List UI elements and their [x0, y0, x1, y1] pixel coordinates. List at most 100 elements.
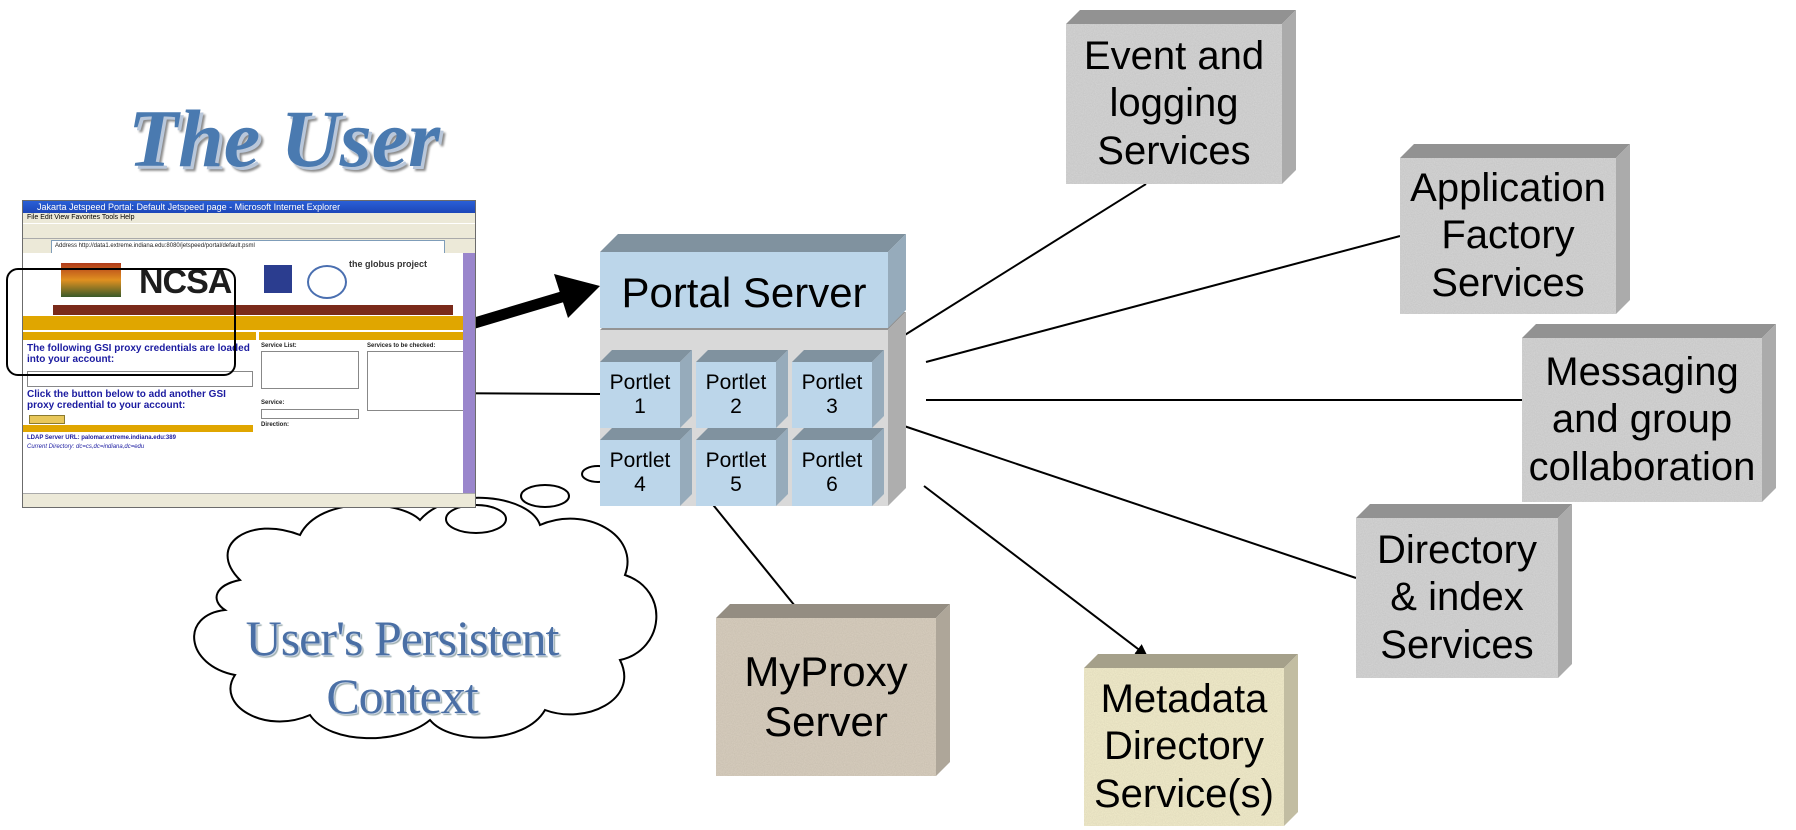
myproxy-server-front — [716, 618, 936, 776]
myproxy-server-label: MyProxy Server — [744, 648, 908, 745]
portlet-2-side — [776, 350, 788, 428]
screenshot-panel-header-right — [259, 332, 472, 340]
screenshot-services-checked-box — [367, 351, 465, 411]
myproxy-server-side — [936, 604, 950, 776]
portlet-5-front — [696, 440, 776, 506]
event-logging-services-side — [1282, 10, 1296, 184]
messaging-collaboration-services-top — [1522, 324, 1776, 338]
alliance-logo — [264, 265, 292, 293]
screenshot-service-list-box — [261, 351, 359, 389]
portlet-5-label: Portlet 5 — [705, 448, 767, 496]
screenshot-highlight-box — [6, 268, 236, 376]
service-blocks — [716, 10, 1776, 826]
event-logging-services-top — [1066, 10, 1296, 24]
portlet-4-front — [600, 440, 680, 506]
portlet-3 — [792, 350, 884, 428]
messaging-collaboration-services-side — [1762, 324, 1776, 502]
globus-logo — [307, 265, 347, 299]
myproxy-server — [716, 604, 950, 776]
portal-server-header-front — [600, 252, 888, 328]
line-portal-metadata — [923, 485, 1148, 657]
screenshot-current-dir: Current Directory: dc=cs,dc=indiana,dc=e… — [27, 444, 145, 450]
portlet-4-label: Portlet 4 — [609, 448, 671, 496]
portlet-6-label: Portlet 6 — [801, 448, 863, 496]
portlet-1-label: Portlet 1 — [609, 370, 671, 418]
screenshot-address-bar: Address http://data1.extreme.indiana.edu… — [51, 240, 445, 254]
directory-index-services-front — [1356, 518, 1558, 678]
portlet-4 — [600, 428, 692, 506]
screenshot-nav-bar — [23, 316, 475, 330]
directory-index-services — [1356, 504, 1572, 678]
portal-server-header — [600, 234, 906, 328]
myproxy-server-top — [716, 604, 950, 618]
application-factory-services — [1400, 144, 1630, 314]
screenshot-direction-label: Direction: — [261, 422, 290, 428]
messaging-collaboration-services-front — [1522, 338, 1762, 502]
metadata-directory-services-front — [1084, 668, 1284, 826]
event-logging-services-front — [1066, 24, 1282, 184]
portlet-1-side — [680, 350, 692, 428]
portlet-1-front — [600, 362, 680, 428]
screenshot-proxy-button-text: Click the button below to add another GS… — [27, 389, 226, 411]
portal-server-header-side — [888, 234, 906, 328]
portlet-1-top — [600, 350, 692, 362]
application-factory-services-side — [1616, 144, 1630, 314]
portlet-2-front — [696, 362, 776, 428]
screenshot-toolbar — [23, 223, 475, 239]
portlet-2 — [696, 350, 788, 428]
portal-screenshot: Jakarta Jetspeed Portal: Default Jetspee… — [22, 200, 476, 508]
screenshot-status-bar — [23, 493, 475, 507]
screenshot-add-proxy-button — [29, 415, 65, 424]
portlet-5 — [696, 428, 788, 506]
screenshot-menu-bar: File Edit View Favorites Tools Help — [27, 214, 135, 221]
messaging-collaboration-services-label: Messaging and group collaboration — [1528, 350, 1756, 489]
screenshot-service-label: Service: — [261, 400, 285, 406]
portal-server-header-top — [600, 234, 906, 252]
screenshot-service-list-label: Service List: — [261, 343, 297, 349]
portlet-3-top — [792, 350, 884, 362]
thought-bubble-medium — [520, 484, 570, 508]
user-to-portal-arrow — [456, 274, 600, 334]
screenshot-sidebar — [463, 253, 475, 493]
metadata-directory-services-label: Metadata Directory Service(s) — [1093, 677, 1275, 816]
portlet-6 — [792, 428, 884, 506]
directory-index-services-top — [1356, 504, 1572, 518]
application-factory-services-label: Application Factory Services — [1410, 166, 1606, 305]
metadata-directory-services-top — [1084, 654, 1298, 668]
globus-text: the globus project — [349, 259, 428, 269]
portlet-1 — [600, 350, 692, 428]
line-portal-event — [899, 183, 1147, 339]
page-title: The User — [128, 93, 441, 184]
screenshot-service-input — [261, 409, 359, 419]
screenshot-yellow-bar — [23, 425, 253, 432]
portal-server-block — [600, 234, 906, 506]
directory-index-services-side — [1558, 504, 1572, 678]
portlet-5-top — [696, 428, 788, 440]
thought-bubble-large — [445, 504, 507, 534]
application-factory-services-top — [1400, 144, 1630, 158]
screenshot-panel-header-left — [23, 332, 256, 340]
line-portal-directory — [903, 425, 1357, 579]
portlet-3-front — [792, 362, 872, 428]
line-portal-appfactory — [925, 235, 1401, 363]
screenshot-nav-strip — [53, 305, 453, 315]
screenshot-ldap: LDAP Server URL: palomar.extreme.indiana… — [27, 435, 176, 441]
metadata-directory-services-side — [1284, 654, 1298, 826]
event-logging-services — [1066, 10, 1296, 184]
application-factory-services-front — [1400, 158, 1616, 314]
messaging-collaboration-services — [1522, 324, 1776, 502]
portlet-4-top — [600, 428, 692, 440]
portlet-4-side — [680, 428, 692, 506]
persistent-context-cloud — [193, 465, 658, 740]
portlet-2-label: Portlet 2 — [705, 370, 767, 418]
directory-index-services-label: Directory & index Services — [1376, 528, 1538, 667]
portlet-3-side — [872, 350, 884, 428]
metadata-directory-services — [1084, 654, 1298, 826]
event-logging-services-label: Event and logging Services — [1083, 34, 1265, 173]
portal-server-label: Portal Server — [621, 269, 867, 317]
portlet-6-front — [792, 440, 872, 506]
screenshot-services-checked-label: Services to be checked: — [367, 343, 436, 349]
portlet-5-side — [776, 428, 788, 506]
portlet-3-label: Portlet 3 — [801, 370, 863, 418]
screenshot-proxy-heading: The following GSI proxy credentials are … — [27, 343, 250, 365]
